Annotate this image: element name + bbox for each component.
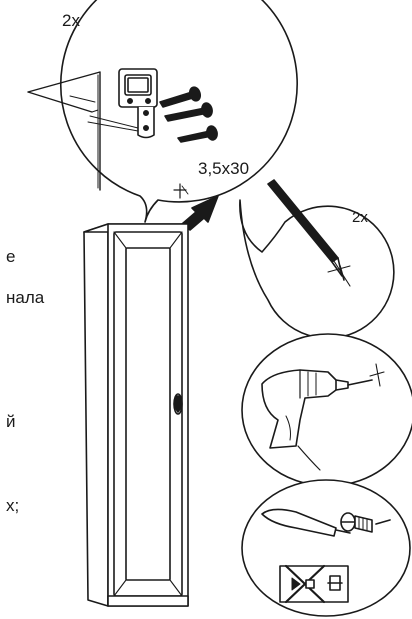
top-quantity-label: 2x [62,11,80,30]
screw-size-label: 3,5x30 [198,159,250,178]
direction-arrow-icon [181,195,219,231]
side-text-line-3: й [6,412,16,431]
bracket-detail-callout [27,0,298,223]
pencil-quantity-label: 2x [352,209,368,226]
pencil-detail-callout [239,179,395,339]
side-text-line-4: х; [6,496,20,515]
wall-plug-icon [340,512,391,533]
screwdriver-icon [261,508,351,537]
drill-detail-callout [241,333,412,487]
side-text-line-2: нала [6,288,45,307]
wall-plug-detail-callout [241,479,411,617]
drill-mark-icon [173,183,189,199]
drill-icon [261,369,373,471]
side-text-line-1: е [6,247,16,266]
wall-bracket-icon [87,68,158,139]
screw-icon [159,86,218,143]
wardrobe-icon [83,223,189,607]
